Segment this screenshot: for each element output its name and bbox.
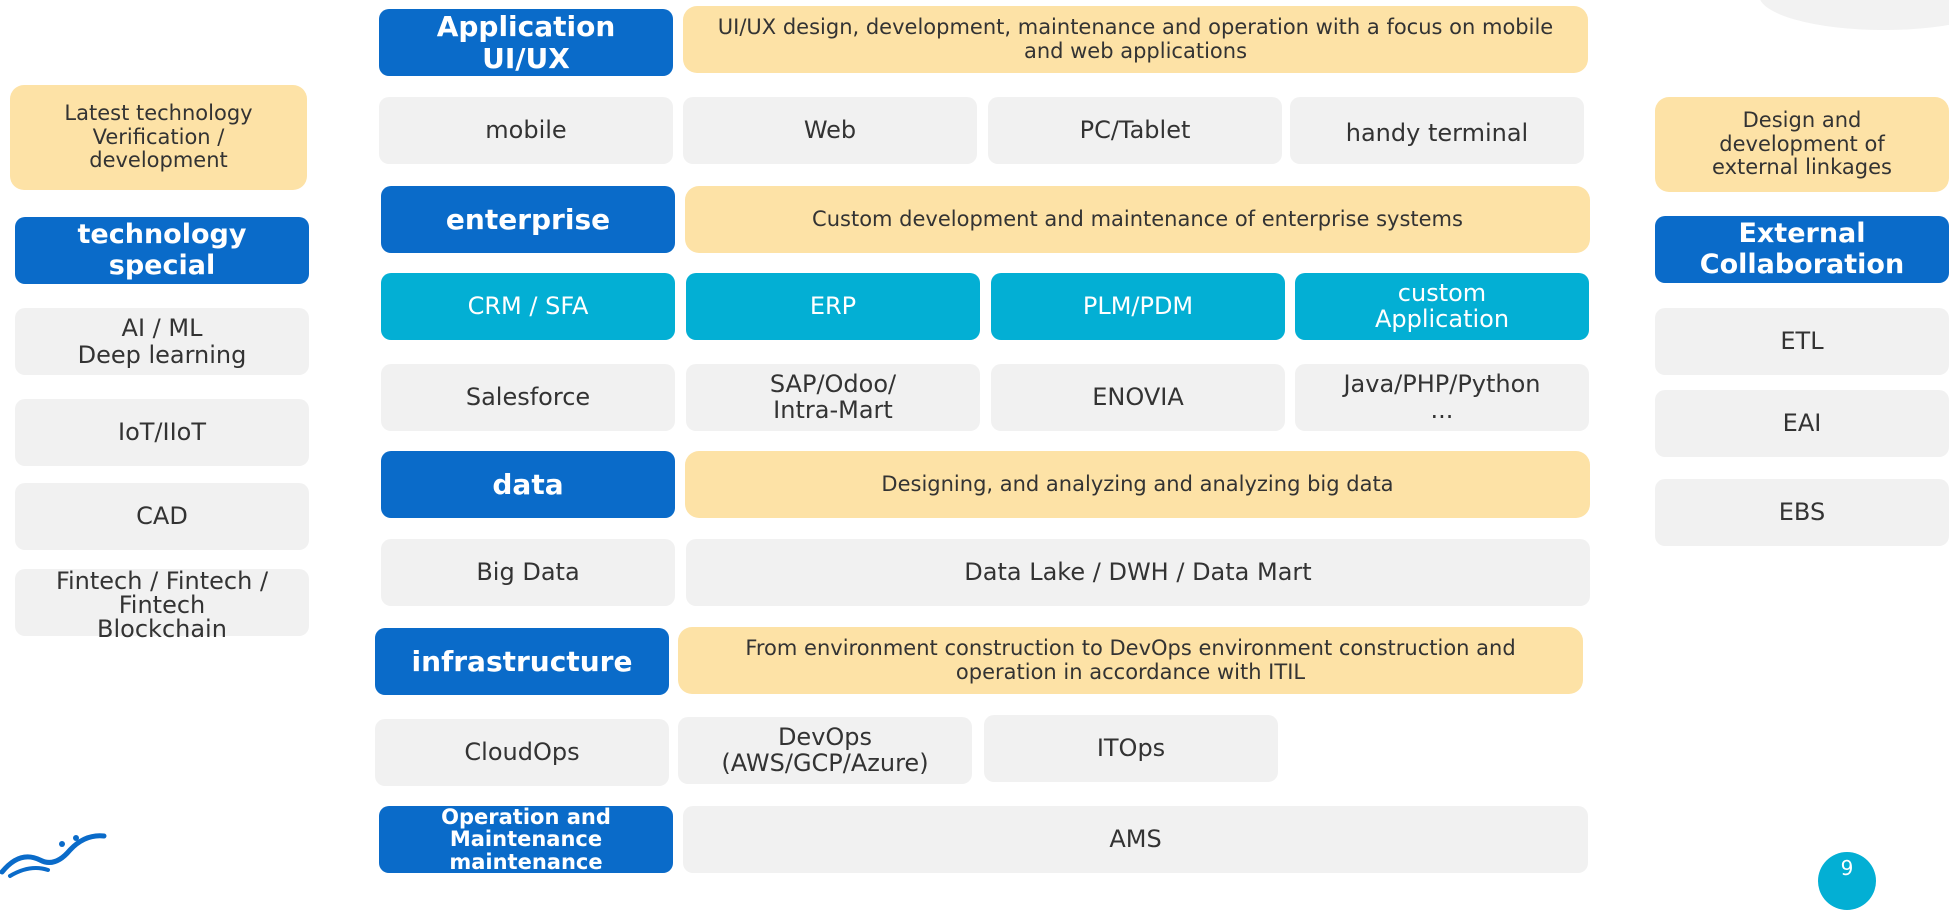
latest-tech-note: Latest technology Verification / develop… xyxy=(10,85,307,190)
infrastructure-header: infrastructure xyxy=(375,628,669,695)
ext-item-etl: ETL xyxy=(1655,308,1949,375)
enterprise-category-plm-pdm: PLM/PDM xyxy=(991,273,1285,340)
app-item-mobile: mobile xyxy=(379,97,673,164)
application-uiux-header: Application UI/UX xyxy=(379,9,673,76)
tech-item-cad: CAD xyxy=(15,483,309,550)
enterprise-product-enovia: ENOVIA xyxy=(991,364,1285,431)
enterprise-product-sap-odoo: SAP/Odoo/ Intra-Mart xyxy=(686,364,980,431)
technology-special-header: technology special xyxy=(15,217,309,284)
enterprise-product-java-php-python: Java/PHP/Python ... xyxy=(1295,364,1589,431)
infrastructure-desc: From environment construction to DevOps … xyxy=(678,627,1583,694)
external-linkage-note: Design and development of external linka… xyxy=(1655,97,1949,192)
data-item-big-data: Big Data xyxy=(381,539,675,606)
enterprise-category-crm-sfa: CRM / SFA xyxy=(381,273,675,340)
infra-item-devops: DevOps (AWS/GCP/Azure) xyxy=(678,717,972,784)
enterprise-header: enterprise xyxy=(381,186,675,253)
ext-item-eai: EAI xyxy=(1655,390,1949,457)
data-item-data-lake: Data Lake / DWH / Data Mart xyxy=(686,539,1590,606)
infra-item-cloudops: CloudOps xyxy=(375,719,669,786)
enterprise-category-custom-app: custom Application xyxy=(1295,273,1589,340)
tech-item-ai-ml: AI / ML Deep learning xyxy=(15,308,309,375)
enterprise-product-salesforce: Salesforce xyxy=(381,364,675,431)
application-desc: UI/UX design, development, maintenance a… xyxy=(683,6,1588,73)
enterprise-category-erp: ERP xyxy=(686,273,980,340)
enterprise-desc: Custom development and maintenance of en… xyxy=(685,186,1590,253)
page-number-badge: 9 xyxy=(1818,852,1876,910)
operation-maintenance-header: Operation and Maintenance maintenance xyxy=(379,806,673,873)
app-item-web: Web xyxy=(683,97,977,164)
data-desc: Designing, and analyzing and analyzing b… xyxy=(685,451,1590,518)
tech-item-fintech: Fintech / Fintech / Fintech Blockchain xyxy=(15,569,309,641)
ops-item-ams: AMS xyxy=(683,806,1588,873)
corner-decoration xyxy=(1759,0,1949,30)
tech-item-iot: IoT/IIoT xyxy=(15,399,309,466)
app-item-handy-terminal: handy terminal xyxy=(1290,97,1584,164)
company-logo xyxy=(0,833,107,878)
data-header: data xyxy=(381,451,675,518)
app-item-pc-tablet: PC/Tablet xyxy=(988,97,1282,164)
external-collaboration-header: External Collaboration xyxy=(1655,216,1949,283)
ext-item-ebs: EBS xyxy=(1655,479,1949,546)
infra-item-itops: ITOps xyxy=(984,715,1278,782)
